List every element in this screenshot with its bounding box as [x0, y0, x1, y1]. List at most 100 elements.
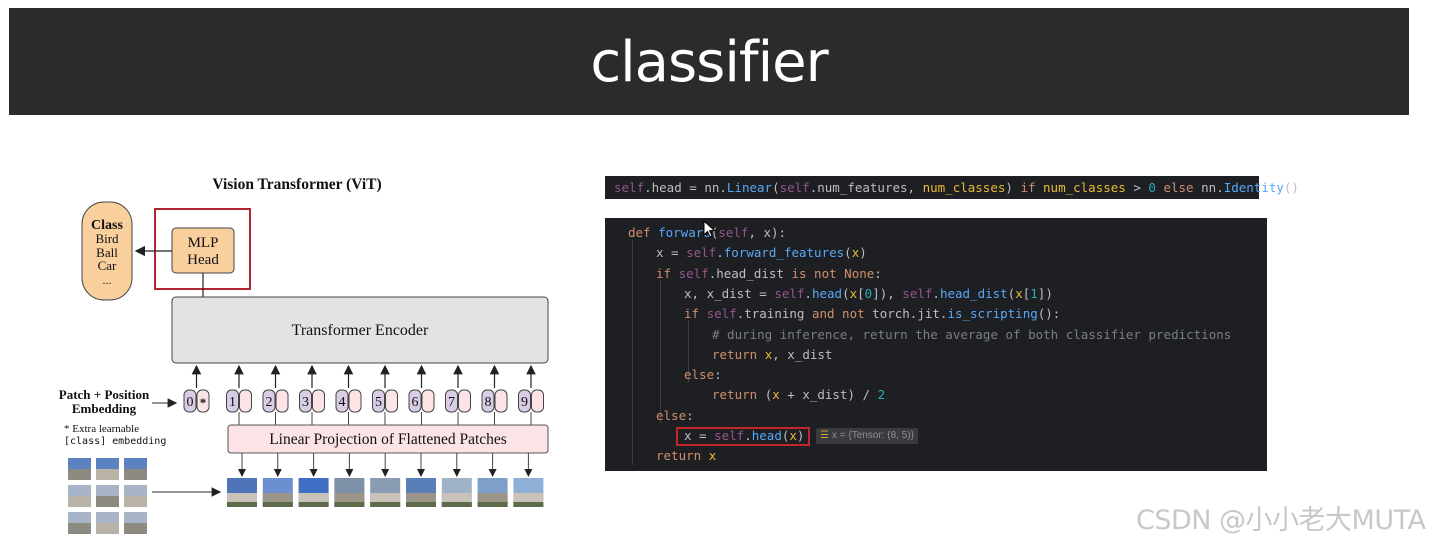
- position-index: 3: [302, 395, 309, 410]
- code-token: num_classes: [923, 180, 1006, 195]
- patch-ground: [442, 502, 472, 507]
- code-token: ): [1005, 180, 1020, 195]
- position-index: 1: [229, 395, 236, 410]
- token-pair-0: 0*: [184, 366, 209, 412]
- code-line: else:: [684, 365, 722, 385]
- code-line: x, x_dist = self.head(x[0]), self.head_d…: [684, 284, 1053, 304]
- tile-building: [124, 496, 147, 507]
- position-index: 8: [485, 395, 492, 410]
- patch-embedding: [386, 390, 398, 412]
- token-pair-5: 5: [373, 366, 398, 425]
- code-token: self: [774, 286, 804, 301]
- code-token: def: [628, 225, 658, 240]
- code-line: if self.training and not torch.jit.is_sc…: [684, 304, 1060, 324]
- code-token: self: [686, 245, 716, 260]
- tile-building: [68, 523, 91, 534]
- projection-label: Linear Projection of Flattened Patches: [269, 431, 507, 448]
- position-index: 4: [339, 395, 346, 410]
- tile-building: [124, 523, 147, 534]
- patch-embedding-label-2: Embedding: [72, 401, 137, 416]
- code-token: :: [714, 367, 722, 382]
- patch-ground: [227, 502, 257, 507]
- patch-embedding: [313, 390, 325, 412]
- code-token: x: [850, 286, 858, 301]
- code-token: return: [712, 387, 765, 402]
- code-token: return: [712, 347, 765, 362]
- code-token: .: [716, 245, 724, 260]
- code-token: :: [874, 266, 882, 281]
- tile-building: [96, 496, 119, 507]
- tile-building: [68, 496, 91, 507]
- token-pair-7: 7: [446, 366, 471, 425]
- position-index: 9: [521, 395, 528, 410]
- code-line: self.head = nn.Linear(self.num_features,…: [614, 180, 1299, 195]
- code-snippet-head-definition: self.head = nn.Linear(self.num_features,…: [605, 176, 1259, 199]
- code-token: .: [932, 286, 940, 301]
- code-token: torch.jit.: [872, 306, 947, 321]
- patch-thumbnail: [334, 478, 364, 507]
- code-line: return x, x_dist: [712, 345, 832, 365]
- patch-ground: [478, 502, 508, 507]
- class-item-bird: Bird: [95, 231, 119, 246]
- code-line: if self.head_dist is not None:: [656, 264, 882, 284]
- extra-note-2: [class] embedding: [64, 436, 166, 447]
- position-index: 5: [375, 395, 382, 410]
- code-token: (): [1284, 180, 1299, 195]
- code-token: 1: [1030, 286, 1038, 301]
- patch-embedding: [459, 390, 471, 412]
- code-token: .num_features,: [810, 180, 923, 195]
- patch-thumbnail: [478, 478, 508, 507]
- source-image-grid: [68, 458, 147, 534]
- patch-embedding: [495, 390, 507, 412]
- code-token: is_scripting: [947, 306, 1037, 321]
- source-image-tile: [96, 485, 119, 507]
- code-token: else: [684, 367, 714, 382]
- code-token: :: [686, 408, 694, 423]
- patch-ground: [513, 502, 543, 507]
- source-image-tile: [68, 512, 91, 534]
- class-item-car: Car: [98, 258, 117, 273]
- patch-thumbnail: [370, 478, 400, 507]
- patch-thumbnail: [227, 478, 257, 507]
- code-token: is not: [791, 266, 844, 281]
- code-token: .training: [737, 306, 812, 321]
- code-line: # during inference, return the average o…: [712, 325, 1231, 345]
- code-token: num_classes: [1043, 180, 1126, 195]
- code-token: (: [842, 286, 850, 301]
- source-image-tile: [124, 485, 147, 507]
- code-line: return x: [656, 446, 716, 466]
- code-token: head_dist: [940, 286, 1008, 301]
- title-bar: classifier: [9, 8, 1409, 115]
- code-token: 0: [1148, 180, 1156, 195]
- patch-embedding: [532, 390, 544, 412]
- code-token: .: [804, 286, 812, 301]
- code-token: x =: [656, 245, 686, 260]
- class-item-more: ...: [103, 273, 112, 287]
- code-token: None: [844, 266, 874, 281]
- patch-thumbnail: [513, 478, 543, 507]
- code-token: x: [709, 448, 717, 463]
- code-token: (: [772, 180, 780, 195]
- code-token: else: [1163, 180, 1201, 195]
- code-token: (: [844, 245, 852, 260]
- position-index: 6: [412, 395, 419, 410]
- list-icon: ☰: [820, 430, 829, 441]
- code-token: self: [679, 266, 709, 281]
- code-token: forward_features: [724, 245, 844, 260]
- source-image-tile: [124, 458, 147, 480]
- code-token: if: [656, 266, 679, 281]
- code-token: if: [684, 306, 707, 321]
- patch-thumbnail: [442, 478, 472, 507]
- code-token: Identity: [1224, 180, 1284, 195]
- indent-guide: [632, 240, 633, 465]
- code-token: + x_dist) /: [780, 387, 878, 402]
- mouse-cursor-icon: [703, 220, 717, 240]
- code-token: x: [1015, 286, 1023, 301]
- code-token: self: [718, 225, 748, 240]
- patch-strip: [227, 478, 543, 507]
- code-token: , x_dist: [772, 347, 832, 362]
- patch-embedding: [422, 390, 434, 412]
- head-call-highlight: [676, 427, 810, 446]
- source-image-tile: [68, 485, 91, 507]
- code-line: else:: [656, 406, 694, 426]
